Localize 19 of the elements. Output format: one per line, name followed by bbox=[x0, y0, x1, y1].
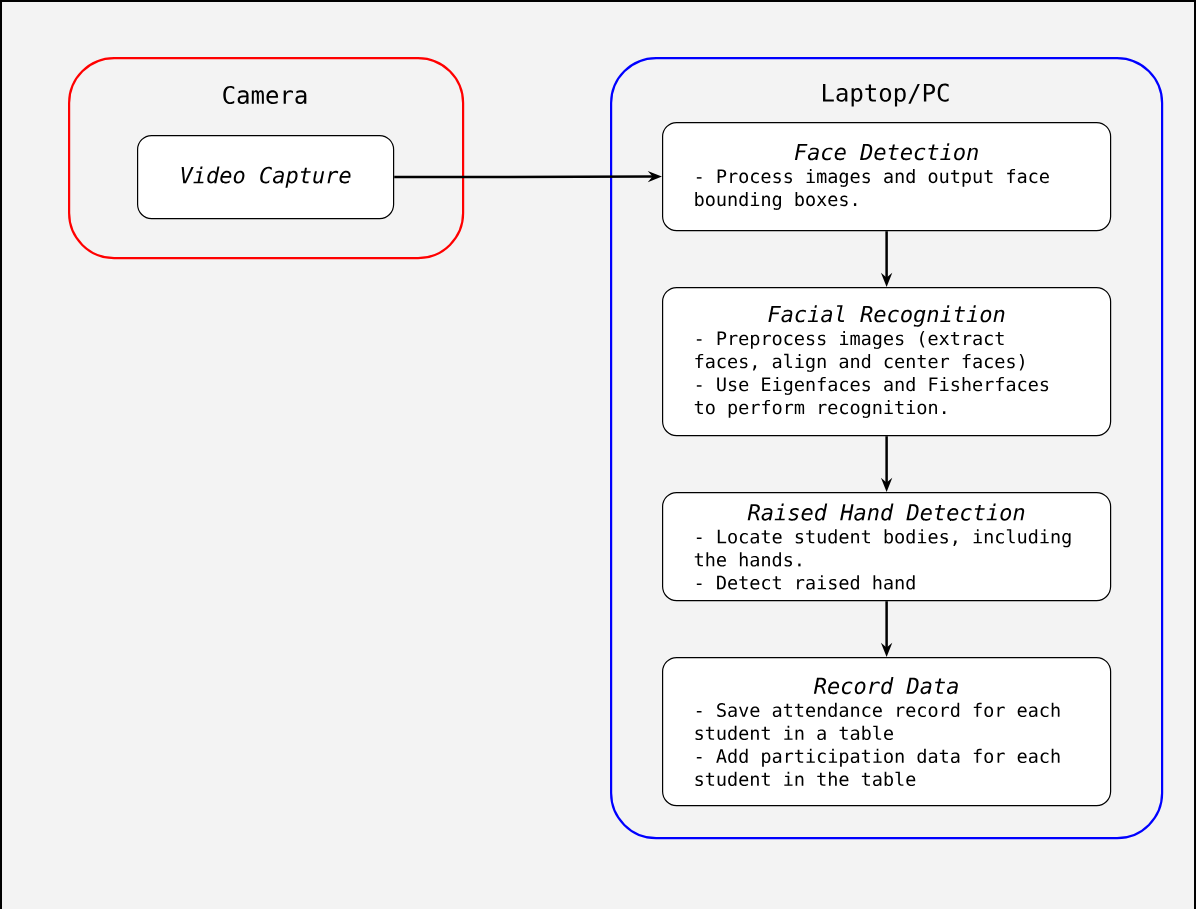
process-box bbox=[662, 122, 1112, 232]
panel-title: Laptop/PC bbox=[823, 83, 949, 107]
step-heading: Record Data bbox=[813, 677, 958, 695]
step-description: - Detect raised hand bbox=[696, 575, 915, 590]
step-description: - Add participation data for each student in the table bbox=[695, 748, 1060, 787]
process-box bbox=[137, 135, 395, 220]
panel-title: Camera bbox=[223, 85, 307, 105]
step-description: - Preprocess images (extract faces, align and center faces) bbox=[695, 330, 1024, 372]
step-heading: Raised Hand Detection bbox=[747, 503, 1025, 521]
process-box bbox=[662, 492, 1112, 602]
process-box bbox=[662, 287, 1112, 437]
step-description: - Use Eigenfaces and Fisherfaces to perform recognition. bbox=[694, 376, 1049, 418]
step-description: - Save attendance record for each student in a table bbox=[695, 702, 1060, 741]
step-heading: Facial Recognition bbox=[768, 305, 1005, 327]
step-description: - Process images and output face bounding boxes. bbox=[695, 168, 1049, 210]
step-heading: Video Capture bbox=[181, 166, 351, 188]
step-heading: Face Detection bbox=[794, 143, 978, 161]
step-description: - Locate student bodies, including the hands. bbox=[694, 529, 1071, 567]
process-box bbox=[662, 657, 1112, 807]
